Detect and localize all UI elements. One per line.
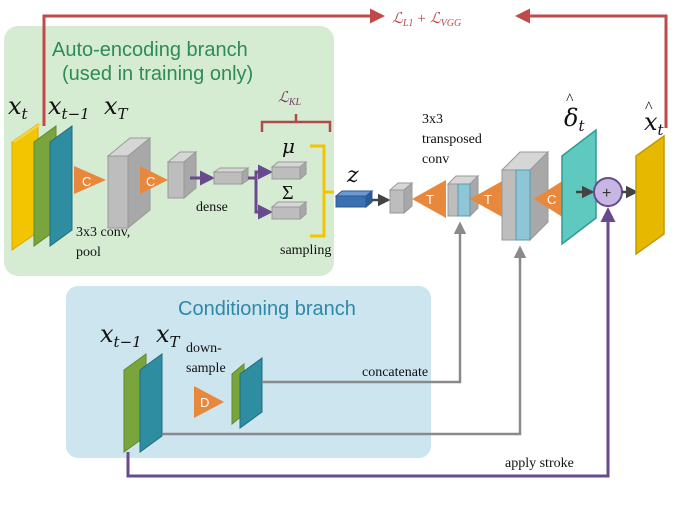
transposed-conv-op-1 [412, 180, 446, 218]
label-x-t-minus-1: xt−1 [48, 92, 90, 123]
conv-op-2-letter: C [146, 174, 155, 189]
cond-label-x-t-minus-1: xt−1 [100, 320, 142, 351]
input-x-T-layer [49, 125, 73, 247]
cond-input-x-T-layer [139, 353, 163, 453]
transposed-label-line3: conv [422, 152, 449, 167]
ae-branch-title-line1: Auto-encoding branch [52, 39, 248, 61]
sigma-symbol: Σ [282, 182, 294, 204]
add-node-plus: + [602, 185, 611, 202]
transposed-conv-op-2 [470, 180, 504, 218]
transposed-conv-op-1-letter: T [426, 192, 434, 207]
transposed-conv-op-2-letter: T [484, 192, 492, 207]
arrow-to-sigma [254, 178, 273, 220]
loss-l1-vgg-label: ℒL1+ℒVGG [392, 11, 461, 29]
concatenate-line [262, 221, 467, 384]
label-x-t: xt [8, 92, 29, 123]
encoder-feature-block-1 [106, 136, 152, 230]
loss-feedback-arrow [42, 8, 668, 128]
conv-op-1-letter: C [82, 174, 91, 189]
output-x-hat-layer [635, 134, 665, 256]
cond-skip-line [162, 245, 527, 436]
delta-hat: ^ [566, 91, 574, 108]
decoder-feature-block-3 [500, 150, 550, 242]
z-latent-block [334, 189, 374, 209]
x-hat-hat: ^ [645, 99, 653, 116]
z-symbol: z [346, 163, 359, 188]
dense-block [212, 167, 250, 185]
sigma-block [270, 200, 308, 221]
mu-block [270, 160, 308, 181]
cond-branch-title: Conditioning branch [178, 298, 356, 320]
mu-symbol: μ [282, 134, 295, 158]
downsample-op-letter: D [200, 395, 209, 410]
downsample-label-line1: down- [186, 341, 222, 356]
concatenate-label: concatenate [362, 365, 428, 380]
cond-downsampled-layer [231, 357, 263, 429]
sampling-label: sampling [280, 243, 331, 258]
x-hat-symbol: xt [644, 108, 665, 139]
loss-kl-label: ℒKL [278, 90, 301, 108]
downsample-label-line2: sample [186, 361, 226, 376]
ae-branch-title-line2: (used in training only) [62, 63, 253, 85]
decoder-feature-block-1 [388, 181, 414, 215]
conv-pool-label-line1: 3x3 conv, [76, 225, 130, 240]
svg-text:ℒL1+ℒVGG: ℒL1+ℒVGG [392, 11, 461, 29]
kl-brace [260, 114, 332, 132]
transposed-label-line1: 3x3 [422, 112, 443, 127]
delta-output-layer [561, 128, 597, 246]
conv-op-2 [140, 166, 168, 194]
transposed-label-line2: transposed [422, 132, 482, 147]
decoder-feature-block-2 [446, 174, 480, 218]
conv-pool-label-line2: pool [76, 245, 101, 260]
encoder-feature-block-2 [166, 150, 198, 200]
label-x-T: xT [104, 92, 129, 123]
auto-encoding-branch-panel [4, 26, 334, 276]
sampling-bracket [310, 144, 334, 238]
conv-op-3-letter: C [547, 192, 556, 207]
conv-op-1 [74, 166, 106, 194]
conv-op-3 [534, 180, 564, 218]
arrow-to-mu [248, 164, 273, 180]
dense-label: dense [196, 200, 228, 215]
apply-stroke-label: apply stroke [505, 456, 574, 471]
downsample-op [194, 386, 224, 418]
apply-stroke-line [126, 207, 616, 478]
cond-label-x-T: xT [156, 320, 181, 351]
delta-symbol: δt [564, 104, 585, 135]
